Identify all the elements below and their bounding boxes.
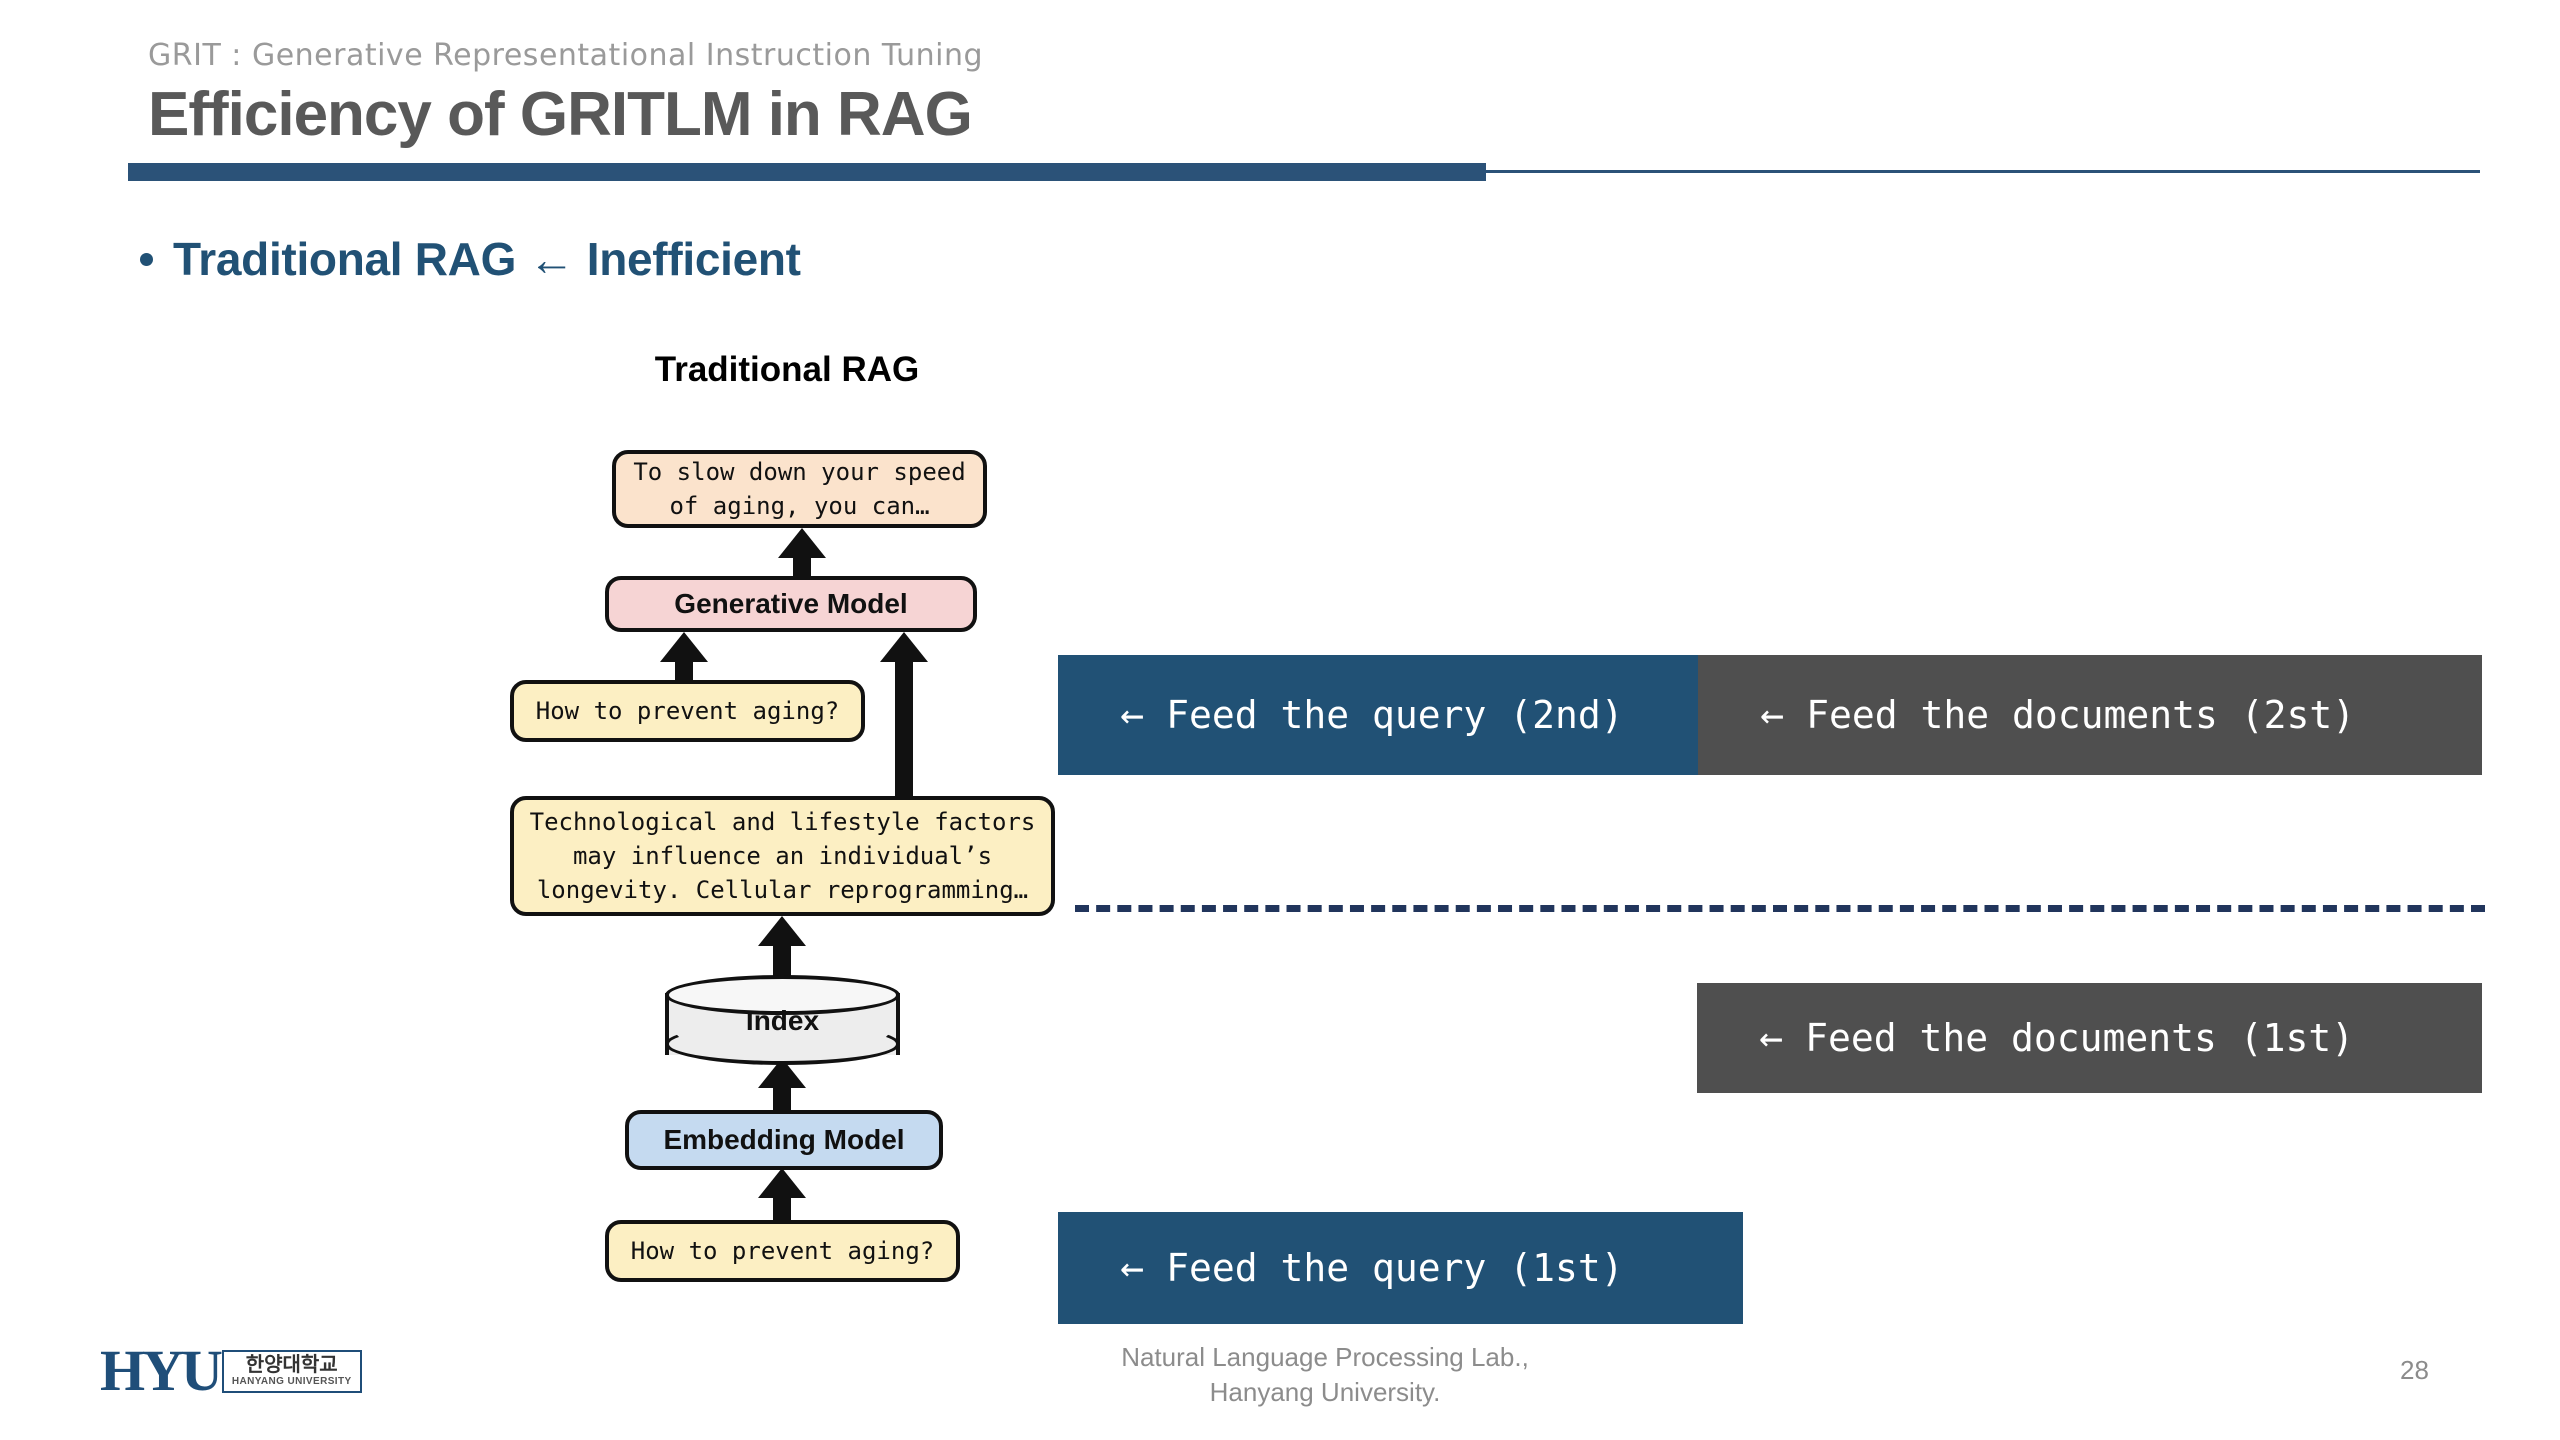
arrow-head-icon	[758, 1168, 806, 1198]
bullet-text: Traditional RAG ← Inefficient	[173, 233, 801, 285]
arrow-genmodel-to-answer	[778, 528, 826, 580]
left-arrow-icon: ←	[1759, 1015, 1784, 1061]
bullet-row: Traditional RAG ← Inefficient	[140, 232, 801, 286]
header-rule-thick	[128, 163, 1486, 181]
node-embedding-model: Embedding Model	[625, 1110, 943, 1170]
left-arrow-icon: ←	[1760, 692, 1785, 738]
banner-feed-documents-first: ← Feed the documents (1st)	[1697, 983, 2482, 1093]
node-embedding-model-label: Embedding Model	[663, 1124, 905, 1155]
logo-english-name: HANYANG UNIVERSITY	[231, 1375, 352, 1387]
node-query-first: How to prevent aging?	[605, 1220, 960, 1282]
arrow-index-to-documents	[758, 916, 806, 980]
node-index-cylinder: Index	[665, 975, 900, 1067]
footer-lab-name: Natural Language Processing Lab., Hanyan…	[1060, 1340, 1590, 1410]
left-arrow-icon: ←	[1120, 1245, 1145, 1291]
banner-feed-query-second: ← Feed the query (2nd)	[1058, 655, 1698, 775]
cylinder-bottom	[665, 1023, 900, 1065]
banner-feed-query-first-label: Feed the query (1st)	[1166, 1246, 1624, 1290]
banner-feed-documents-first-label: Feed the documents (1st)	[1805, 1016, 2355, 1060]
node-documents: Technological and lifestyle factors may …	[510, 796, 1055, 916]
arrow-head-icon	[660, 632, 708, 662]
slide-header: GRIT : Generative Representational Instr…	[148, 38, 983, 150]
node-query-first-label: How to prevent aging?	[630, 1236, 935, 1265]
banner-feed-query-first: ← Feed the query (1st)	[1058, 1212, 1743, 1324]
node-generative-model: Generative Model	[605, 576, 977, 632]
cylinder-top	[665, 975, 900, 1015]
arrow-query-to-embedding	[758, 1168, 806, 1226]
arrow-head-icon	[778, 528, 826, 558]
node-generative-model-label: Generative Model	[674, 588, 908, 619]
section-divider	[1075, 905, 2485, 912]
slide-eyebrow: GRIT : Generative Representational Instr…	[148, 38, 984, 73]
node-answer-label: To slow down your speed of aging, you ca…	[633, 457, 966, 520]
node-query-second-label: How to prevent aging?	[535, 696, 840, 725]
arrow-head-icon	[758, 916, 806, 946]
arrow-documents-to-genmodel	[880, 632, 928, 802]
logo-name-box: 한양대학교 HANYANG UNIVERSITY	[221, 1349, 362, 1393]
node-answer-box: To slow down your speed of aging, you ca…	[612, 450, 987, 528]
node-index-label: Index	[745, 1005, 820, 1036]
arrow-head-icon	[880, 632, 928, 662]
diagram-title: Traditional RAG	[654, 350, 920, 389]
logo-mark: HYU	[100, 1338, 223, 1403]
banner-feed-documents-second: ← Feed the documents (2st)	[1698, 655, 2482, 775]
node-query-second: How to prevent aging?	[510, 680, 865, 742]
logo-korean-name: 한양대학교	[245, 1353, 338, 1376]
bullet-dot-icon	[140, 252, 153, 266]
page-title: Efficiency of GRITLM in RAG	[148, 80, 973, 149]
left-arrow-icon: ←	[1120, 692, 1145, 738]
university-logo: HYU 한양대학교 HANYANG UNIVERSITY	[100, 1340, 400, 1402]
banner-feed-documents-second-label: Feed the documents (2st)	[1806, 693, 2356, 737]
footer-lab-line-2: Hanyang University.	[1209, 1377, 1441, 1408]
banner-feed-query-second-label: Feed the query (2nd)	[1166, 693, 1624, 737]
footer-lab-line-1: Natural Language Processing Lab.,	[1121, 1342, 1529, 1372]
node-documents-label: Technological and lifestyle factors may …	[529, 807, 1036, 905]
page-number: 28	[2400, 1355, 2429, 1385]
arrow-query-to-genmodel	[660, 632, 708, 684]
